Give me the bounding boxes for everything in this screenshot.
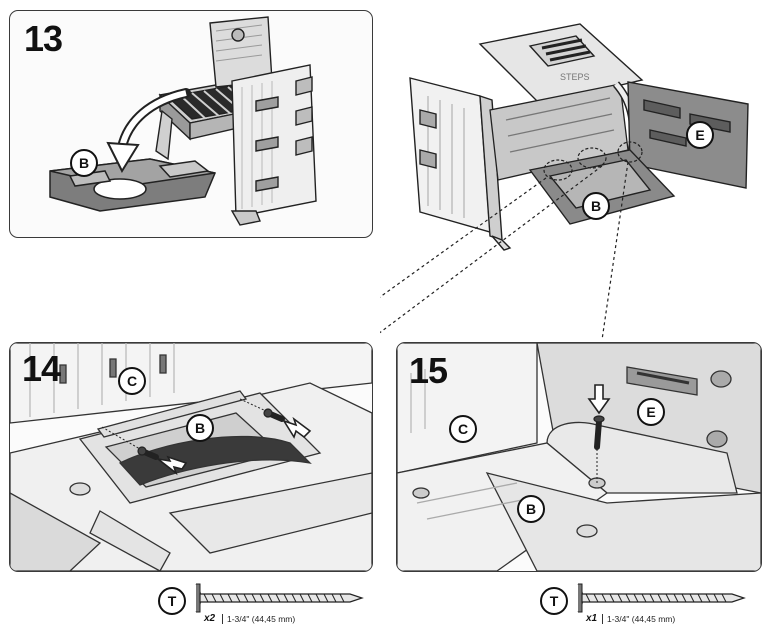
step-14-illustration <box>10 343 372 571</box>
hardware-callout-step-14: T x2 1-3/4" (44,45 mm) <box>158 578 370 628</box>
step-14-number: 14 <box>22 348 61 389</box>
step-15-panel: 15 C E B <box>396 342 762 572</box>
hardware-separator <box>222 614 223 624</box>
callout-b: B <box>582 192 610 220</box>
callout-b: B <box>186 414 214 442</box>
hardware-size: 1-3/4" (44,45 mm) <box>227 614 296 624</box>
callout-c: C <box>118 367 146 395</box>
push-arrow-icon <box>157 455 188 476</box>
step-13-number: 13 <box>24 18 63 59</box>
screw-icon <box>577 583 746 613</box>
step-13-illustration <box>49 16 317 226</box>
callout-c: C <box>449 415 477 443</box>
step-13-panel: 13 <box>9 10 373 238</box>
callout-e: E <box>637 398 665 426</box>
step-14-panel: 14 C B <box>9 342 373 572</box>
detail-circles <box>543 141 643 181</box>
dotted-leader-line <box>101 398 267 450</box>
screw-icon <box>195 583 364 613</box>
hardware-letter-t: T <box>540 587 568 615</box>
hardware-size: 1-3/4" (44,45 mm) <box>607 614 676 624</box>
hardware-quantity: x1 <box>586 613 598 624</box>
step-15-number: 15 <box>409 350 448 391</box>
hardware-quantity: x2 <box>204 613 216 624</box>
curved-arrow-icon <box>106 88 191 174</box>
hardware-separator <box>602 614 603 624</box>
callout-e: E <box>686 121 714 149</box>
push-arrow-icon <box>587 384 611 415</box>
side-panel-drawing <box>209 16 317 226</box>
hardware-letter-t: T <box>158 587 186 615</box>
hardware-callout-step-15: T x1 1-3/4" (44,45 mm) <box>540 578 762 628</box>
callout-b: B <box>517 495 545 523</box>
assembly-overview: STEPS <box>380 0 770 340</box>
screw-icon <box>593 415 605 450</box>
dotted-leader-line <box>380 161 629 340</box>
assembly-overview-drawing: STEPS <box>380 23 749 340</box>
push-arrow-icon <box>282 416 312 439</box>
step-15-illustration <box>397 343 761 571</box>
screw-icon <box>137 446 159 460</box>
svg-text:STEPS: STEPS <box>560 72 590 82</box>
callout-b: B <box>70 149 98 177</box>
